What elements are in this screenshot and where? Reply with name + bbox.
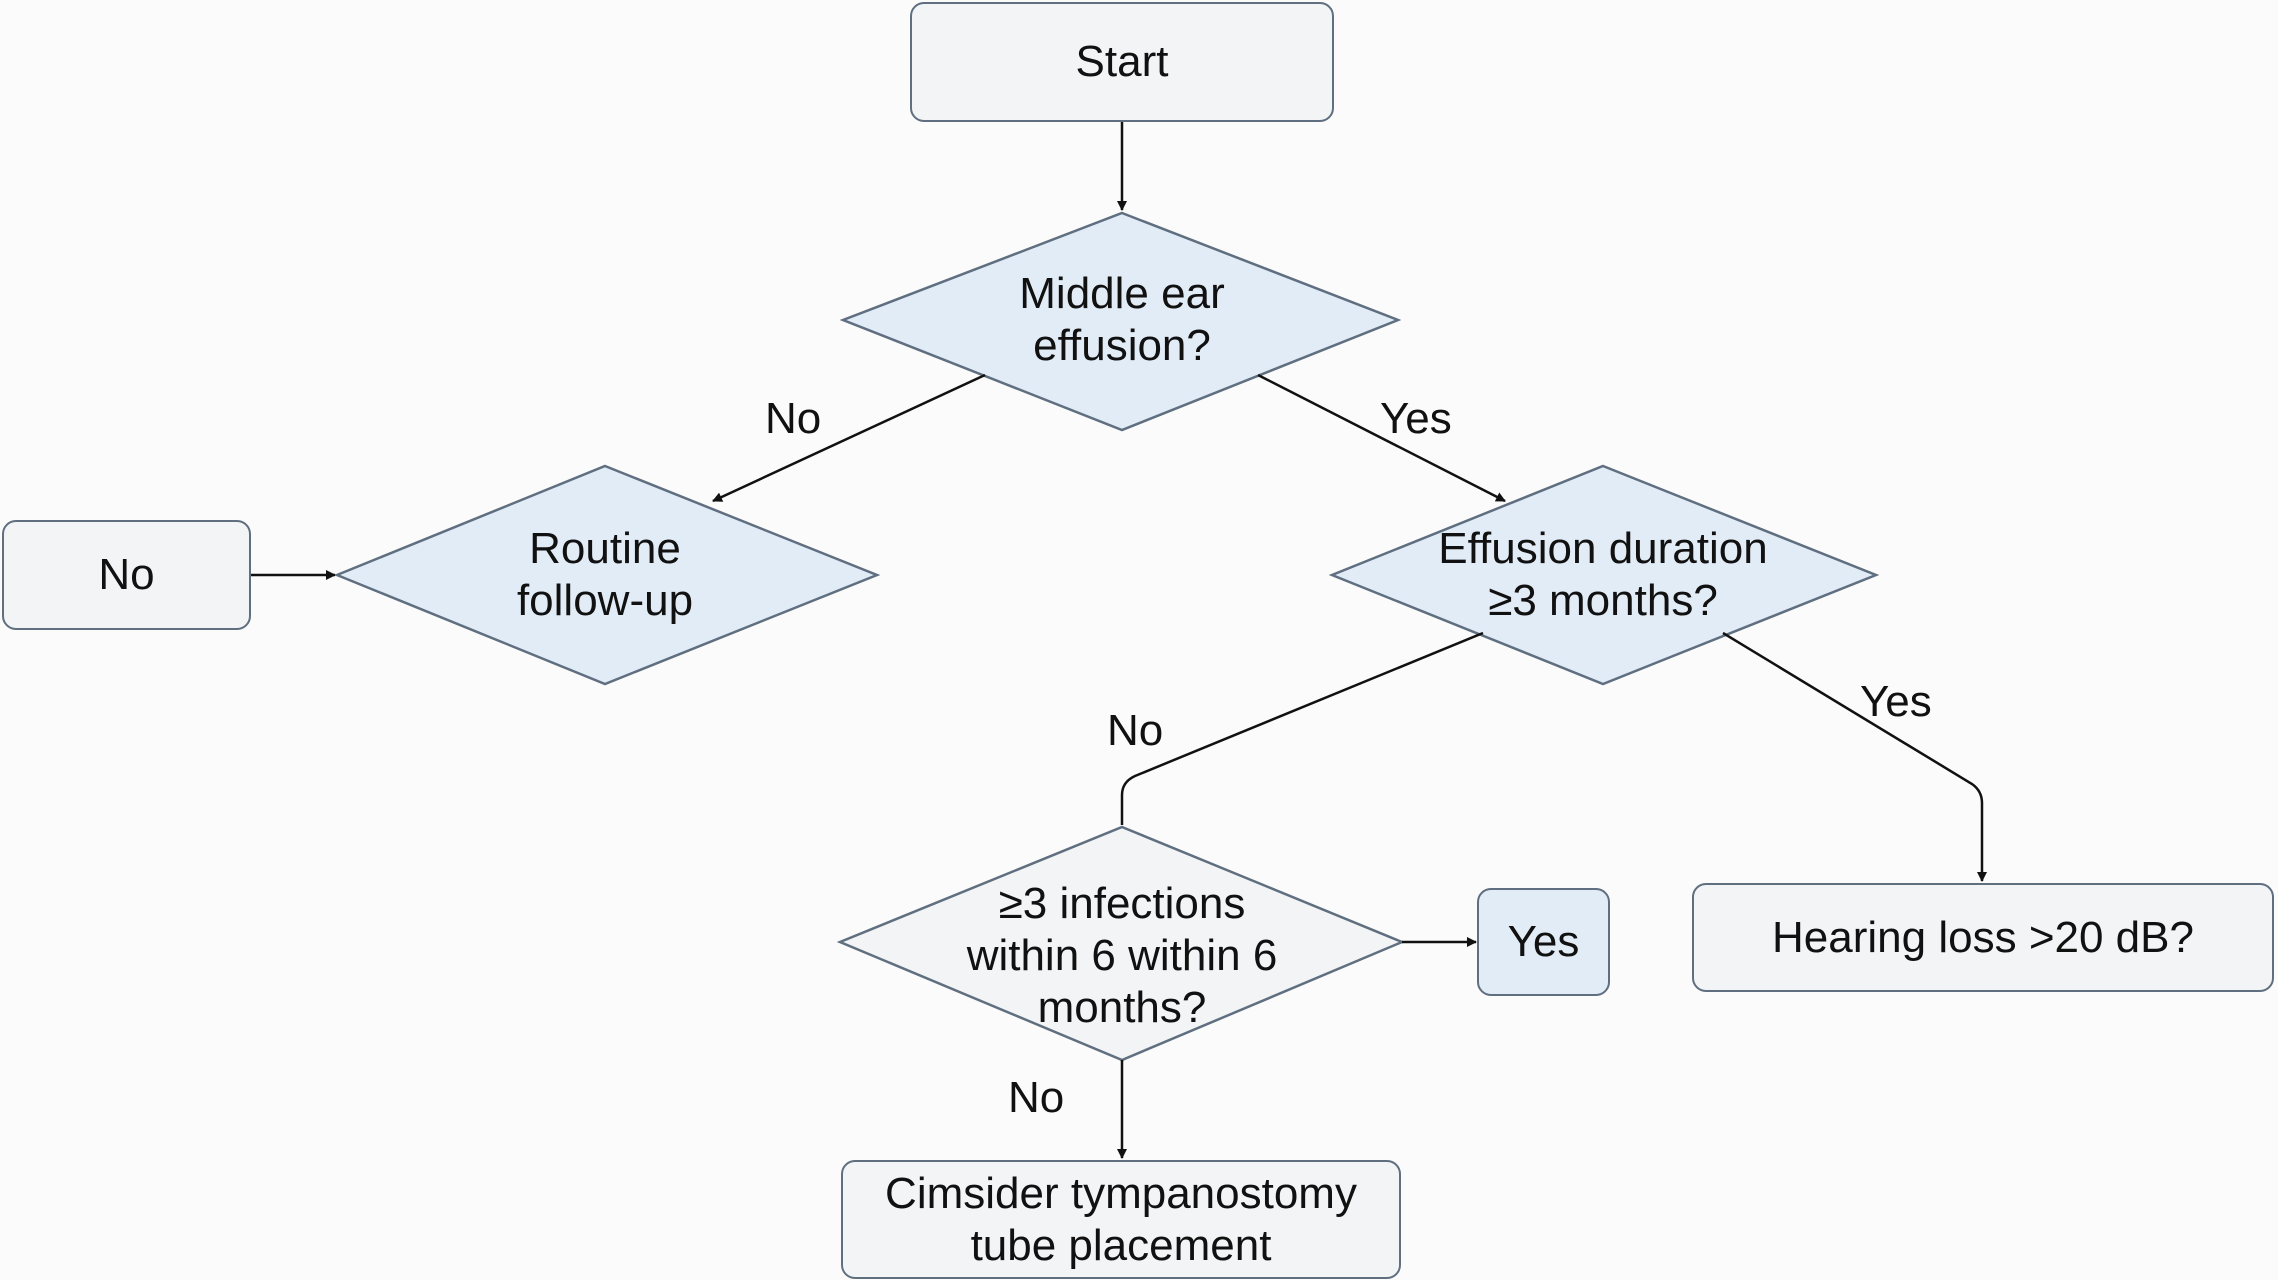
label-duration-yes: Yes <box>1860 677 1932 726</box>
label-infections-no: No <box>1008 1073 1065 1122</box>
label-effusion-no: No <box>765 394 822 443</box>
arrow-effusion-no <box>712 373 986 503</box>
diamond-routine-follow-up <box>333 464 881 686</box>
diamond-middle-ear-effusion <box>839 211 1402 432</box>
start-node: Start <box>910 2 1334 122</box>
no-node: No <box>2 520 251 630</box>
hearing-loss-node: Hearing loss >20 dB? <box>1692 883 2274 992</box>
yes-node: Yes <box>1477 888 1610 996</box>
arrow-effusion-yes <box>1257 373 1506 503</box>
tympanostomy-node: Cimsider tympanostomy tube placement <box>841 1160 1401 1279</box>
diamond-infections <box>836 825 1406 1062</box>
diamond-effusion-duration <box>1328 464 1880 686</box>
label-duration-no: No <box>1107 706 1164 755</box>
arrow-duration-no <box>1120 631 1484 825</box>
label-effusion-yes: Yes <box>1380 394 1452 443</box>
arrow-duration-yes <box>1722 631 1987 882</box>
